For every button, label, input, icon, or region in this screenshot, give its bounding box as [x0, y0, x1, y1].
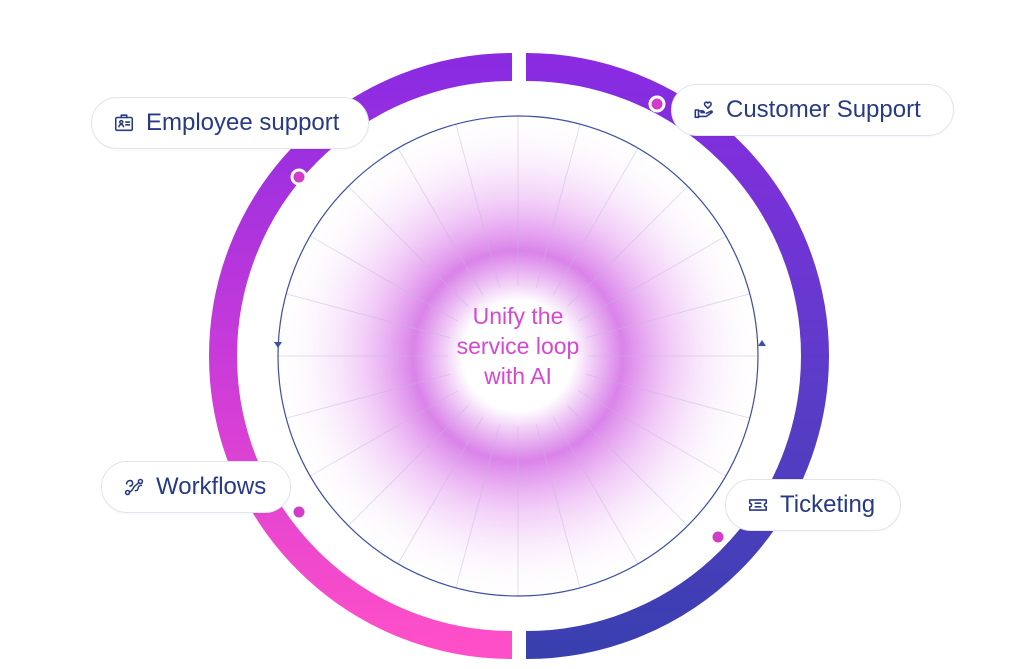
center-heading-line-3: with AI	[484, 363, 552, 389]
node-workflows-label: Workflows	[156, 473, 267, 500]
spoke-line	[455, 124, 501, 289]
spoke-line	[309, 390, 458, 477]
spoke-line	[455, 423, 501, 588]
spoke-line	[347, 185, 469, 307]
dot-customer-support	[648, 95, 666, 113]
spoke-line	[535, 423, 581, 588]
spoke-line	[552, 416, 639, 565]
ticket-icon	[746, 493, 770, 517]
spoke-line	[535, 124, 581, 289]
spoke-line	[585, 373, 750, 419]
node-ticketing-label: Ticketing	[780, 491, 876, 518]
spoke-line	[397, 416, 484, 565]
node-employee-support[interactable]: Employee support	[91, 97, 369, 149]
center-glow	[278, 116, 758, 596]
heart-hand-icon	[692, 98, 716, 122]
radial-spokes	[278, 116, 758, 596]
arrow-up-right	[758, 340, 766, 346]
node-customer-support[interactable]: Customer Support	[671, 84, 954, 136]
dot-ticketing	[709, 528, 727, 546]
ring-segment-left	[209, 53, 513, 659]
spoke-line	[578, 390, 727, 477]
center-heading: Unify the service loop with AI	[418, 301, 618, 391]
spoke-line	[585, 293, 750, 339]
spoke-line	[347, 405, 469, 527]
node-workflows[interactable]: Workflows	[101, 461, 291, 513]
arrow-down-left	[274, 342, 282, 348]
node-ticketing[interactable]: Ticketing	[725, 479, 901, 531]
spoke-line	[567, 405, 689, 527]
id-badge-icon	[112, 111, 136, 135]
center-heading-line-1: Unify the	[472, 303, 564, 329]
spoke-line	[286, 293, 451, 339]
route-icon	[122, 475, 146, 499]
node-employee-support-label: Employee support	[146, 109, 340, 136]
inner-loop-circle	[277, 115, 759, 597]
spoke-line	[552, 147, 639, 296]
spoke-line	[286, 373, 451, 419]
spoke-line	[567, 185, 689, 307]
connector-dots	[290, 95, 727, 546]
center-heading-line-2: service loop	[456, 333, 580, 359]
dot-workflows	[290, 503, 308, 521]
spoke-line	[578, 235, 727, 322]
spoke-line	[397, 147, 484, 296]
node-customer-support-label: Customer Support	[726, 96, 921, 123]
spoke-line	[309, 235, 458, 322]
dot-employee-support	[290, 168, 308, 186]
